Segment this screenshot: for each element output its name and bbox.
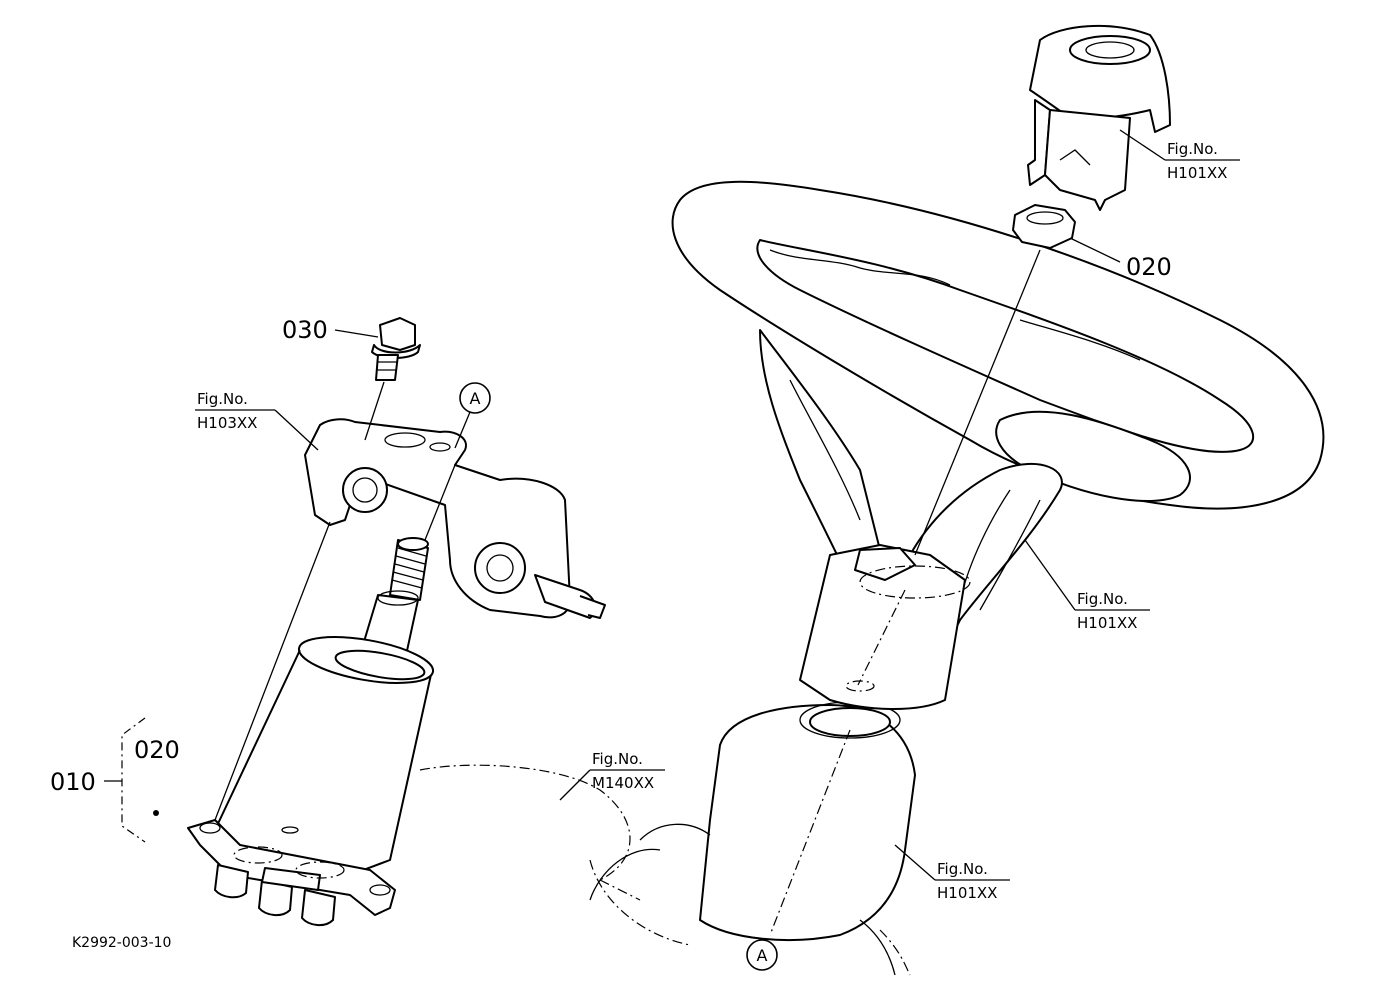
callout-fig-label: Fig.No. [592,750,643,768]
power-steering-unit [187,537,435,926]
callout-fig-label: Fig.No. [1077,590,1128,608]
part-number-assembly: 010 [50,768,96,796]
part-number-assembly-sub: 020 [134,736,180,764]
part-number-bolt: 030 [282,316,328,344]
callout-h101-wheel: Fig.No. H101XX [1077,590,1137,632]
callout-leaders [104,129,1240,881]
callout-h101-top: Fig.No. H101XX [1167,140,1227,182]
callout-ref-code: H103XX [197,414,257,432]
callout-fig-label: Fig.No. [937,860,988,878]
hex-nut-upper [1012,204,1076,249]
assembly-center-lines [214,249,1041,936]
callout-ref-code: H101XX [1167,164,1227,182]
alignment-mark-upper: A [454,382,491,449]
figure-code: K2992-003-10 [72,935,171,951]
part-number-nut: 020 [1126,253,1172,281]
callout-fig-label: Fig.No. [197,390,248,408]
callout-ref-code: M140XX [592,774,654,792]
callout-fig-label: Fig.No. [1167,140,1218,158]
alignment-mark-lower: A [746,939,778,971]
horn-cap [1027,25,1171,211]
alignment-mark-upper-label: A [470,389,481,408]
dashboard-panel-outline [419,764,911,976]
mounting-bracket [304,418,606,619]
hydraulic-fittings [214,846,345,926]
steering-wheel [671,180,1325,710]
callout-ref-code: H101XX [937,884,997,902]
callout-h103: Fig.No. H103XX [197,390,257,432]
callout-m140: Fig.No. M140XX [592,750,654,792]
flange-bolt [371,317,421,381]
alignment-mark-lower-label: A [757,946,768,965]
callout-h101-column: Fig.No. H101XX [937,860,997,902]
steering-column-housing [589,701,916,976]
callout-ref-code: H101XX [1077,614,1137,632]
